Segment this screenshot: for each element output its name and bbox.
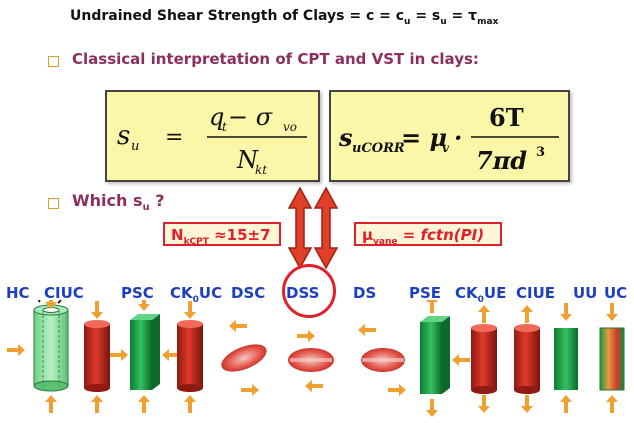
eq2-lhs: s (338, 123, 353, 152)
equation-box-sucorr: s uCORR = μ v · 6T 7πd 3 (329, 90, 570, 182)
eq2-mu-sub: v (442, 141, 450, 155)
specimen-ck0uc (177, 301, 203, 413)
eq1-lhs-sub: u (131, 139, 139, 154)
specimen-psc (110, 300, 180, 413)
mu-vane-box: μvane = fctn(PI) (354, 222, 502, 247)
specimen-ciuc (84, 301, 110, 413)
test-label-ciuc: CIUC (44, 284, 84, 302)
specimen-uc (599, 303, 625, 413)
eq1-num-q-sub: t (222, 120, 227, 134)
eq1-num-sigma-sub: vo (283, 120, 297, 134)
specimen-ciue (514, 305, 540, 413)
eq1-den-sub: kt (255, 163, 267, 177)
double-arrows-icon (287, 186, 339, 270)
nkcpt-value-box: NkCPT ≈15±7 (163, 222, 281, 247)
equation-box-su: s u = q t − σ vo N kt (105, 90, 320, 182)
bullet-icon (48, 198, 59, 209)
test-label-ck0ue: CK0UE (455, 284, 507, 305)
specimen-diagrams (7, 300, 625, 417)
bullet-icon (48, 56, 59, 67)
test-label-dsc: DSC (231, 284, 266, 302)
specimen-pse (420, 300, 470, 417)
equation-su-formula: s u = q t − σ vo N kt (117, 103, 307, 177)
eq2-den-exp: 3 (536, 145, 545, 160)
eq1-num-minus: − σ (228, 103, 273, 131)
specimen-hc (7, 300, 69, 413)
test-label-hc: HC (6, 284, 30, 302)
test-label-ciue: CIUE (516, 284, 556, 302)
eq1-lhs: s (117, 121, 130, 151)
bullet-classical-interpretation: Classical interpretation of CPT and VST … (72, 50, 479, 68)
dss-highlight-ring (282, 264, 336, 318)
test-label-pse: PSE (409, 284, 442, 302)
equation-sucorr-formula: s uCORR = μ v · 6T 7πd 3 (338, 103, 559, 175)
specimen-ds (358, 324, 406, 396)
test-label-uc: UC (604, 284, 628, 302)
test-label-psc: PSC (121, 284, 154, 302)
eq1-equals: = (165, 125, 183, 150)
specimen-ck0ue (471, 305, 497, 413)
eq2-den: 7πd (476, 146, 527, 175)
eq1-num-q: q (209, 103, 224, 131)
eq2-lhs-sub: uCORR (352, 141, 405, 156)
test-label-ck0uc: CK0UC (170, 284, 223, 305)
eq2-equals-mu: = μ (401, 123, 447, 152)
test-label-ds: DS (353, 284, 377, 302)
bullet-which-su: Which su ? (72, 191, 165, 214)
specimen-uu (554, 303, 578, 413)
eq1-den-n: N (236, 146, 259, 174)
specimen-dsc (221, 320, 267, 396)
page-title: Undrained Shear Strength of Clays = c = … (70, 8, 499, 27)
test-label-uu: UU (573, 284, 598, 302)
specimen-dss (288, 330, 334, 392)
eq2-dot: · (454, 123, 462, 152)
eq2-num: 6T (489, 103, 524, 132)
